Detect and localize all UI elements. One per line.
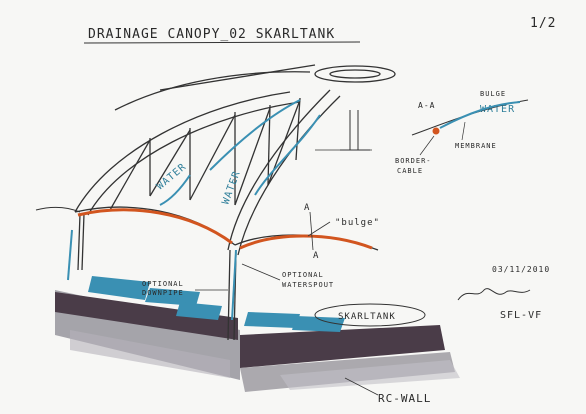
water-label-3: WATER — [480, 104, 515, 115]
section-detail-aa: A-A BULGE MEMBRANE BORDER- CABLE — [395, 90, 529, 175]
downpipe-label: DOWNPIPE — [142, 289, 184, 297]
detail-border-cable-label-1: BORDER- — [395, 157, 432, 165]
waterspout-leader — [241, 263, 281, 281]
canopy-structure — [35, 64, 396, 341]
page-number: 1/2 — [530, 16, 556, 31]
optional-downpipe-label: OPTIONAL — [142, 280, 184, 288]
water-flow-arrows — [67, 99, 321, 321]
detail-border-cable-label-2: CABLE — [397, 167, 423, 175]
page-title: DRAINAGE CANOPY_02 SKARLTANK — [88, 27, 335, 42]
detail-section-label: A-A — [418, 101, 435, 110]
bulge-note: "bulge" — [335, 218, 380, 228]
detail-bulge-label: BULGE — [480, 90, 506, 98]
blue-water-patches — [88, 276, 345, 332]
signature-scribble — [457, 288, 531, 301]
section-cut-line — [309, 211, 314, 251]
sketch-date: 03/11/2010 — [492, 265, 550, 274]
rc-wall-shading — [55, 290, 460, 392]
rc-wall-label: RC-WALL — [378, 392, 431, 405]
skarltank-bubble — [314, 303, 426, 327]
rc-wall-leader — [344, 377, 379, 396]
membrane-edges — [77, 208, 373, 250]
author-initials: SFL-VF — [500, 310, 542, 321]
section-a-marker-top: A — [304, 203, 310, 213]
title-underline — [83, 41, 361, 44]
detail-membrane-label: MEMBRANE — [455, 142, 497, 150]
water-label-2: WATER — [220, 169, 242, 206]
section-a-marker-bottom: A — [313, 251, 319, 261]
optional-waterspout-label: OPTIONAL — [282, 271, 324, 279]
water-label-1: WATER — [155, 161, 189, 192]
waterspout-label: WATERSPOUT — [282, 281, 334, 289]
skarltank-label: SKARLTANK — [338, 312, 396, 322]
